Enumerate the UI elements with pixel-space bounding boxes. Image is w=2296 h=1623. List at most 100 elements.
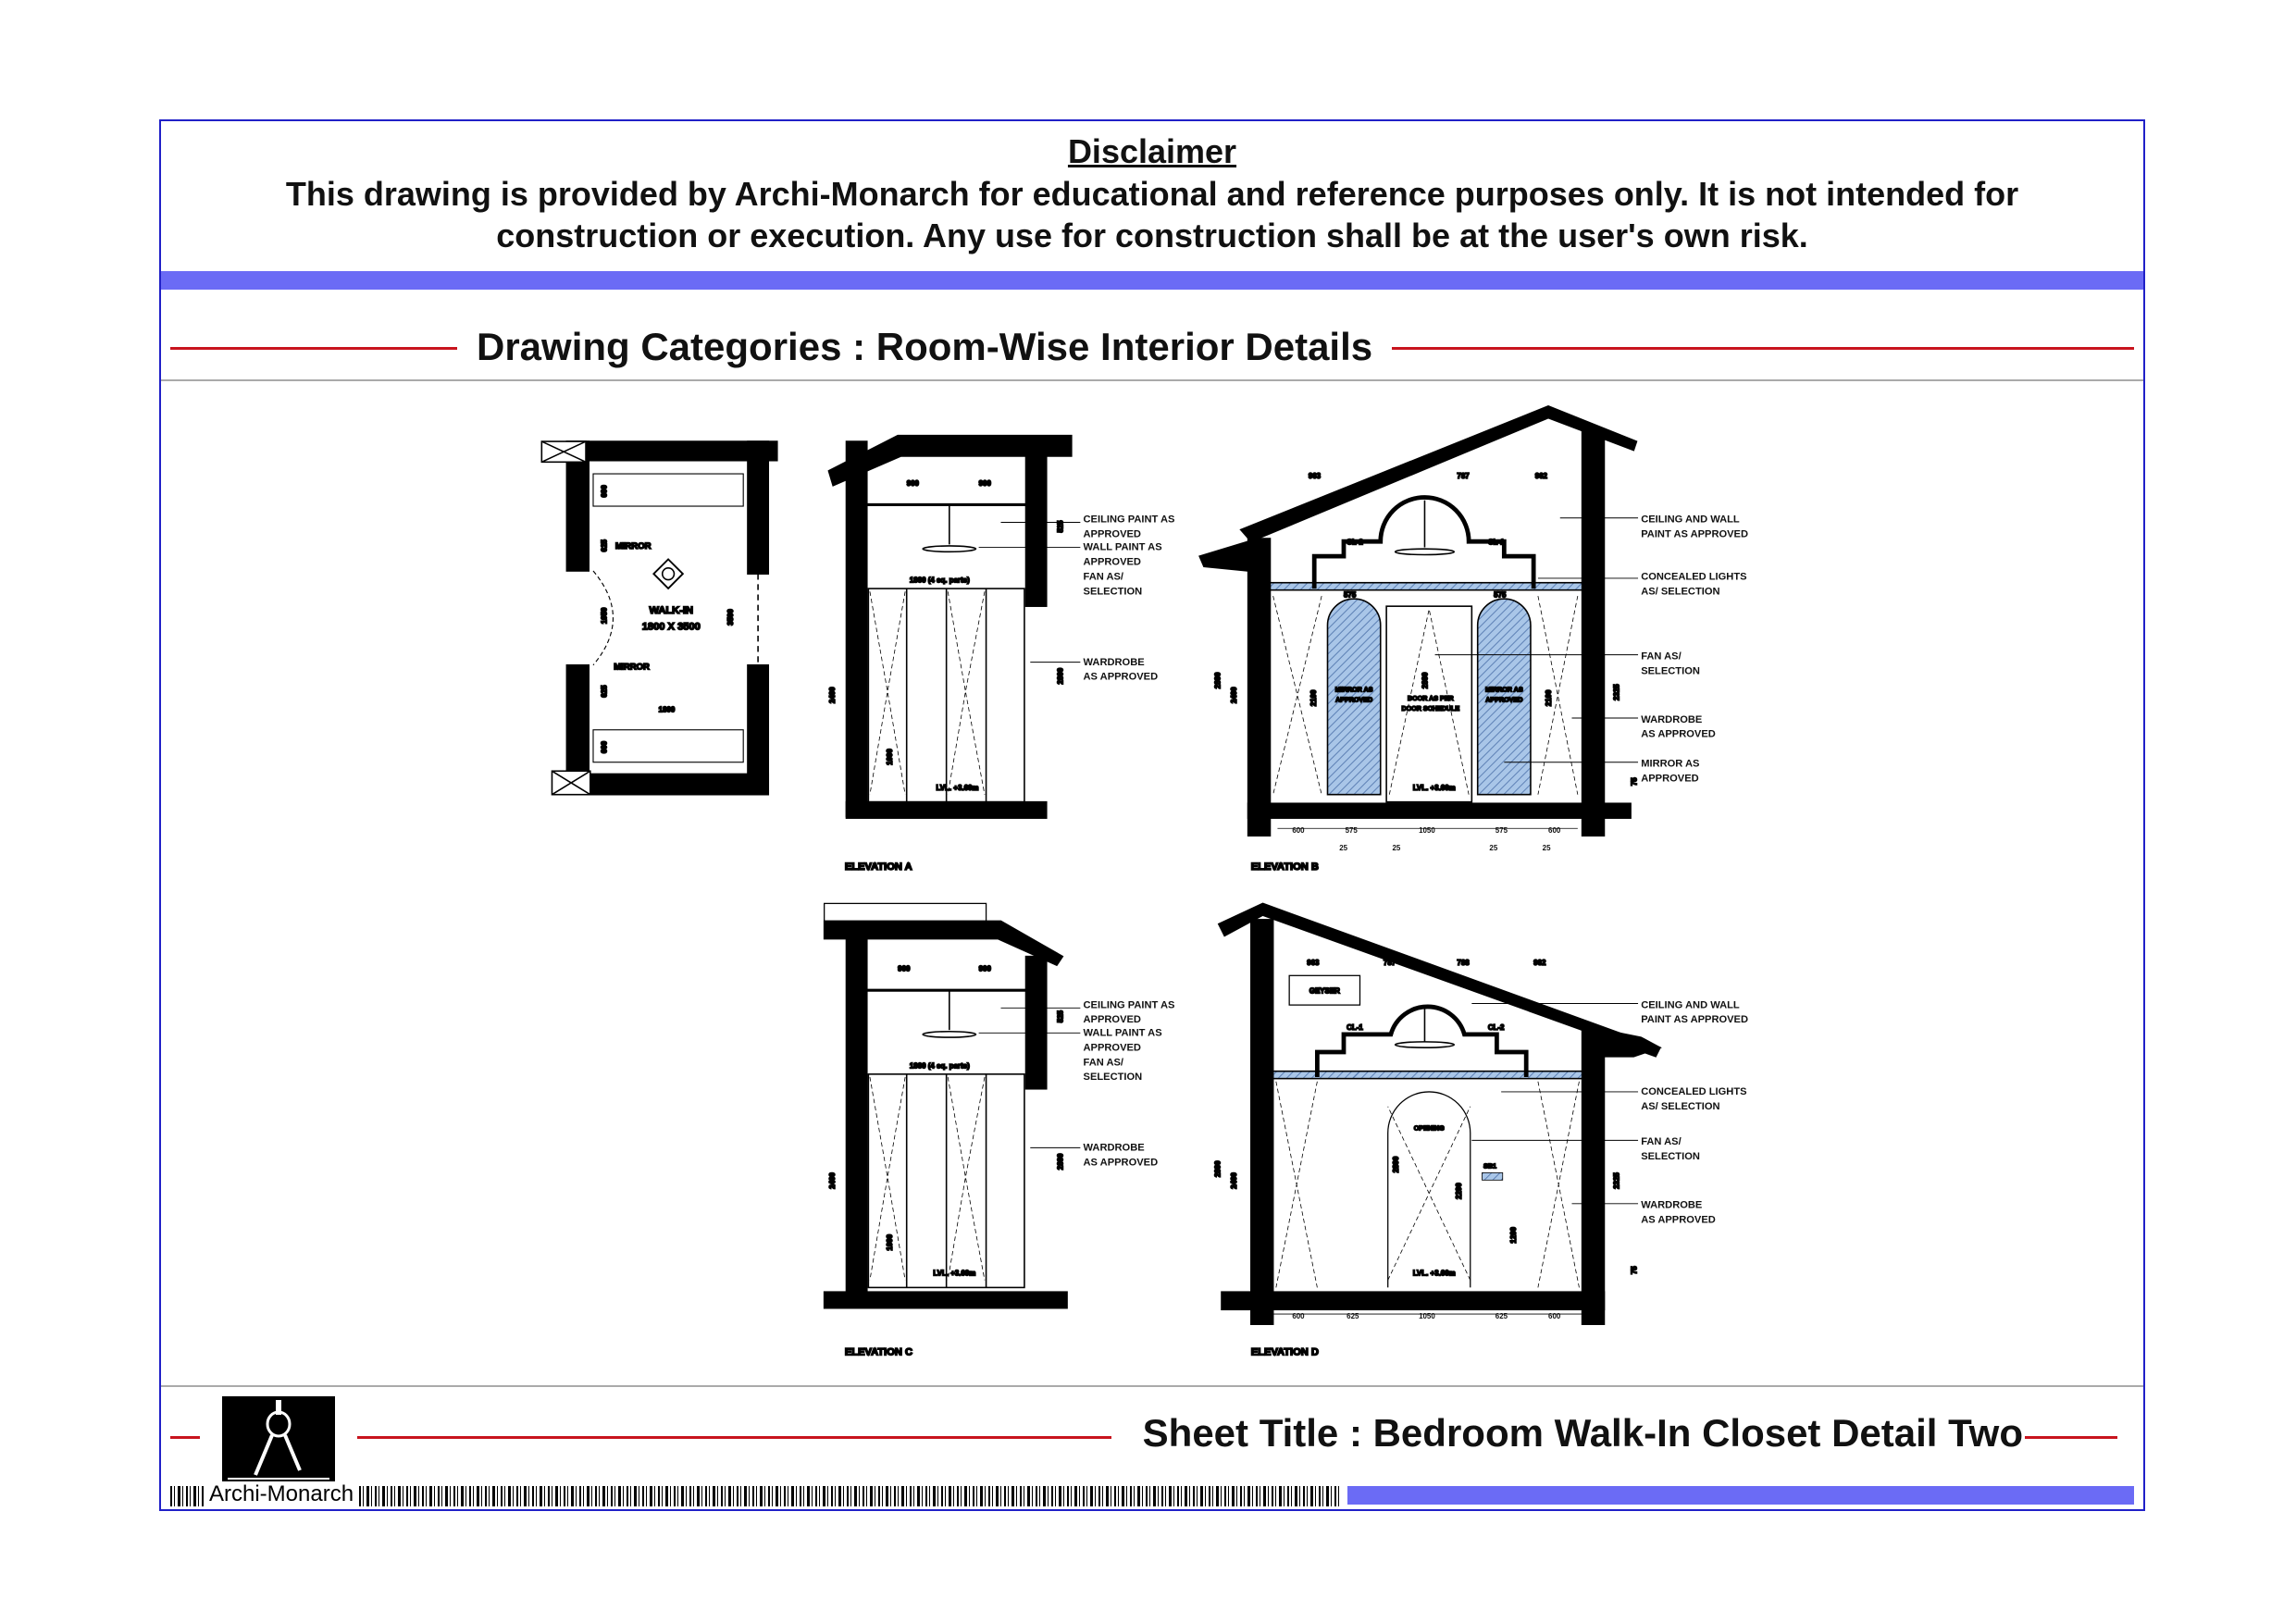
mirror-text: MIRROR AS <box>1485 686 1523 693</box>
level-label: LVL. +3.60m <box>1413 784 1456 792</box>
dim-label: 25 <box>1392 844 1400 852</box>
compass-logo-icon <box>222 1396 335 1483</box>
dim-label: 1050 <box>1419 826 1435 835</box>
callout-label: AS/ SELECTION <box>1641 586 1719 597</box>
elevation-title: ELEVATION C <box>845 1347 912 1358</box>
dim-label: 2400 <box>1230 687 1238 703</box>
callout-label: WALL PAINT AS <box>1084 542 1162 553</box>
dim-label: 2800 <box>1213 1160 1222 1177</box>
elevation-d: GEYSER OPENING SB1 963 787 788 962 CL-1 … <box>1213 902 1748 1358</box>
dim-label: 963 <box>1309 472 1322 480</box>
dim-label: 1050 <box>1419 1312 1435 1320</box>
dim-label: 1000 <box>886 749 894 765</box>
callout-label: AS/ SELECTION <box>1641 1101 1719 1112</box>
dim-label: 2100 <box>1545 689 1553 706</box>
light-label: CL-2 <box>1347 538 1363 546</box>
dim-label: 575 <box>1344 591 1357 600</box>
dim-label: 787 <box>1457 472 1470 480</box>
dim-label: 625 <box>1347 1312 1359 1320</box>
category-title: Drawing Categories : Room-Wise Interior … <box>469 325 1381 369</box>
dim-label: 2800 <box>1421 672 1430 688</box>
dim-label: 25 <box>1489 844 1497 852</box>
accent-line <box>1392 347 2134 350</box>
callout-label: PAINT AS APPROVED <box>1641 1014 1748 1025</box>
callout-label: MIRROR AS <box>1641 758 1699 769</box>
geyser-label: GEYSER <box>1309 986 1340 995</box>
dim-label: 787 <box>1384 959 1396 967</box>
dim-label: 962 <box>1533 959 1546 967</box>
dim-label: 787 <box>1391 472 1404 480</box>
accent-line <box>357 1436 1111 1439</box>
brand-name: Archi-Monarch <box>205 1481 358 1507</box>
callout-label: SELECTION <box>1084 586 1143 597</box>
dim-label: 3500 <box>726 609 735 626</box>
dim-label: 1800 (4 eq. parts) <box>910 576 970 585</box>
callout-label: APPROVED <box>1084 528 1141 539</box>
mirror-text: MIRROR AS <box>1335 686 1373 693</box>
callout-label: CEILING PAINT AS <box>1084 999 1175 1010</box>
dim-label: 600 <box>600 485 608 498</box>
dim-label: 900 <box>979 965 992 973</box>
room-name: WALK-IN <box>649 605 693 616</box>
dim-label: 2200 <box>1455 1183 1463 1199</box>
light-label: CL-1 <box>1488 538 1505 546</box>
callout-label: WARDROBE <box>1641 1200 1702 1211</box>
callout-label: CEILING AND WALL <box>1641 514 1740 526</box>
dim-label: 575 <box>1494 591 1507 600</box>
dim-label: 600 <box>1548 1312 1561 1320</box>
callout-label: PAINT AS APPROVED <box>1641 528 1748 539</box>
callout-label: FAN AS/ <box>1084 1057 1123 1068</box>
dim-label: 1000 <box>886 1233 894 1250</box>
callout-label: AS APPROVED <box>1084 672 1159 683</box>
dim-label: 2800 <box>1056 1153 1064 1170</box>
accent-line <box>170 347 457 350</box>
callout-label: AS APPROVED <box>1641 1214 1716 1225</box>
dim-label: 2100 <box>1309 689 1318 706</box>
elevation-title: ELEVATION A <box>845 861 912 873</box>
opening-label: OPENING <box>1414 1124 1445 1132</box>
dim-label: 25 <box>1339 844 1347 852</box>
callout-label: CONCEALED LIGHTS <box>1641 1086 1746 1097</box>
dim-label: 2800 <box>1213 672 1222 688</box>
divider <box>161 379 2143 381</box>
dim-label: 75 <box>1630 1266 1638 1274</box>
accent-line <box>170 1436 200 1439</box>
callout-label: APPROVED <box>1084 557 1141 568</box>
door-text: DOOR SCHEDULE <box>1401 705 1459 712</box>
callout-label: FAN AS/ <box>1641 650 1681 662</box>
dim-label: 2800 <box>1056 667 1064 684</box>
dim-label: 2800 <box>1392 1156 1400 1172</box>
dim-label: 2325 <box>1612 1172 1620 1189</box>
light-label: CL-1 <box>1347 1023 1363 1032</box>
dim-label: 625 <box>1496 1312 1508 1320</box>
footer-band <box>1347 1486 2134 1505</box>
dim-label: 2400 <box>828 1172 837 1189</box>
callout-label: SELECTION <box>1641 1151 1700 1162</box>
sheet-frame: Disclaimer This drawing is provided by A… <box>159 119 2145 1511</box>
header-band <box>161 271 2143 290</box>
door-text: DOOR AS PER <box>1408 695 1455 702</box>
callout-label: FAN AS/ <box>1084 572 1123 583</box>
elevation-a: 900 900 1800 (4 eq. parts) 2400 2800 525… <box>827 434 1174 873</box>
dim-label: 625 <box>600 685 608 698</box>
disclaimer-text: This drawing is provided by Archi-Monarc… <box>285 175 2019 254</box>
callout-label: APPROVED <box>1084 1042 1141 1053</box>
dim-label: 575 <box>1346 826 1359 835</box>
dim-label: 963 <box>1307 959 1320 967</box>
callout-label: WALL PAINT AS <box>1084 1028 1162 1039</box>
callout-label: WARDROBE <box>1084 1143 1145 1154</box>
callout-label: SELECTION <box>1084 1072 1143 1083</box>
level-label: LVL. +3.60m <box>933 1270 975 1278</box>
elevation-title: ELEVATION D <box>1251 1347 1319 1358</box>
accent-line <box>2025 1436 2117 1439</box>
dim-label: 900 <box>898 965 911 973</box>
dim-label: 2325 <box>1612 684 1620 700</box>
callout-label: FAN AS/ <box>1641 1136 1681 1147</box>
room-size: 1800 X 3500 <box>642 622 701 633</box>
mirror-text: APPROVED <box>1335 697 1372 704</box>
switchboard-label: SB1 <box>1483 1163 1496 1171</box>
callout-label: CEILING AND WALL <box>1641 999 1740 1010</box>
dim-label: 75 <box>1630 777 1638 786</box>
callout-label: CONCEALED LIGHTS <box>1641 572 1746 583</box>
